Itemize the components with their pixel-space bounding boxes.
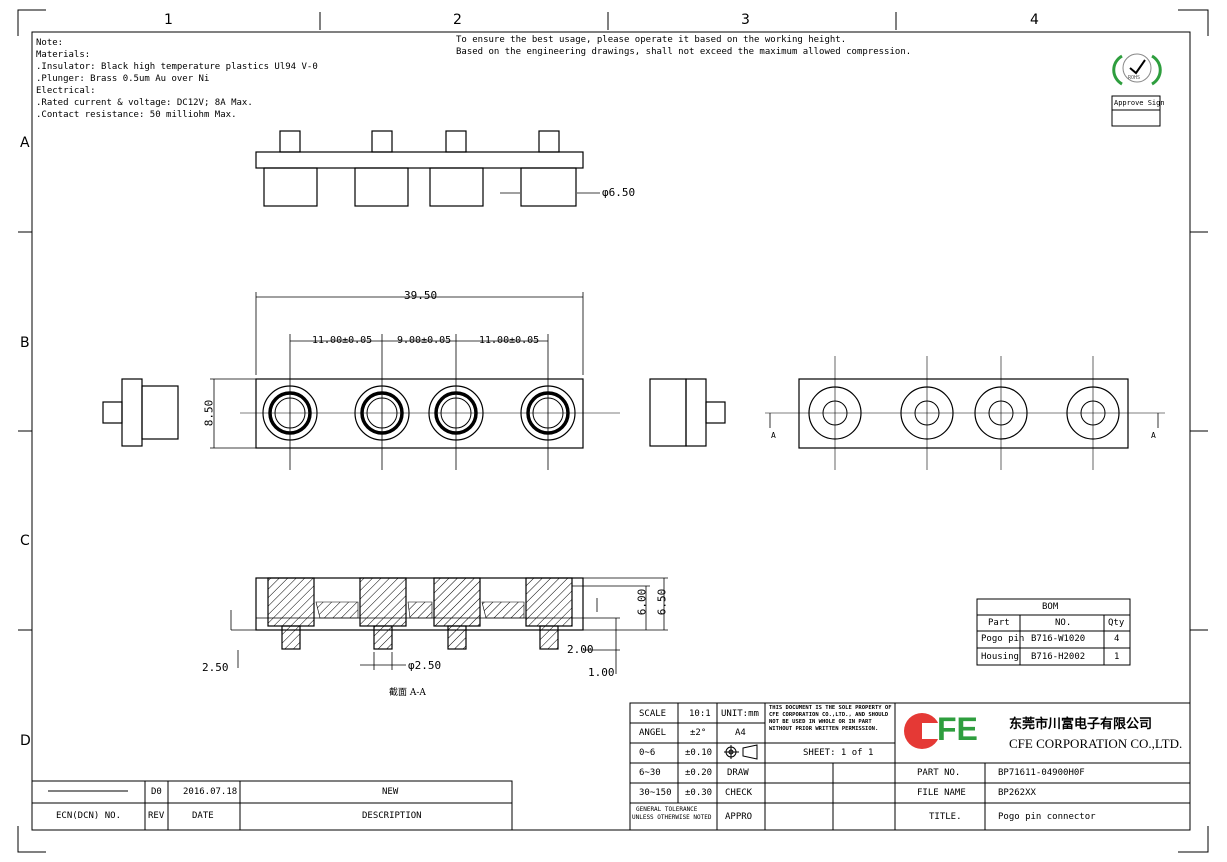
tb-draw: DRAW xyxy=(727,768,749,778)
tb-appro: APPRO xyxy=(725,812,753,822)
tb-property: WITHOUT PRIOR WRITTEN PERMISSION. xyxy=(769,726,879,732)
bom-cell: 1 xyxy=(1114,652,1120,662)
dim-height: 8.50 xyxy=(202,399,216,427)
tb-general: GENERAL TOLERANCE xyxy=(636,806,698,813)
bom-header-qty: Qty xyxy=(1108,618,1125,628)
section-view xyxy=(230,577,668,674)
tb-angel: ±2° xyxy=(690,728,707,738)
bom-cell: Pogo pin xyxy=(981,634,1025,644)
usage-note: To ensure the best usage, please operate… xyxy=(456,35,847,45)
cfe-logo-c xyxy=(904,713,940,749)
bom-cell: B716-W1020 xyxy=(1031,634,1086,644)
cfe-logo-fe: FE xyxy=(937,711,978,747)
tb-property: CFE CORPORATION CO.,LTD., AND SHOULD xyxy=(769,712,889,718)
zone-row-a: A xyxy=(20,135,30,151)
zone-row-c: C xyxy=(20,533,30,549)
tb-angel-label: ANGEL xyxy=(639,728,667,738)
tb-sheet: SHEET: 1 of 1 xyxy=(803,748,874,758)
section-label: 截面 A-A xyxy=(389,688,426,698)
tb-scale: 10:1 xyxy=(689,709,711,719)
bom-cell: Housing xyxy=(981,652,1019,662)
bom-grid xyxy=(976,598,1131,666)
tb-title: Pogo pin connector xyxy=(998,812,1096,822)
bom-header-part: Part xyxy=(988,618,1010,628)
tb-tol3-label: 30~150 xyxy=(639,788,672,798)
bom-cell: B716-H2002 xyxy=(1031,652,1086,662)
zone-col-4: 4 xyxy=(1030,12,1039,28)
dim-diameter-2-50: φ2.50 xyxy=(408,659,442,672)
note-line: Materials: xyxy=(36,50,91,60)
section-marker-right: A xyxy=(1151,431,1156,440)
top-elevation-view xyxy=(255,130,600,207)
dim-pitch-1: 11.00±0.05 xyxy=(312,335,373,346)
tb-tol3: ±0.30 xyxy=(685,788,713,798)
rev-header-rev: REV xyxy=(148,811,165,821)
rev-desc: NEW xyxy=(382,787,399,797)
right-plan-view xyxy=(765,356,1165,470)
tb-tol2-label: 6~30 xyxy=(639,768,661,778)
tb-part-no: BP71611-04900H0F xyxy=(998,768,1085,778)
note-line: .Plunger: Brass 0.5um Au over Ni xyxy=(36,74,210,84)
dim-2-50-left: 2.50 xyxy=(202,661,229,674)
approve-sign: Approve Sign xyxy=(1114,99,1165,107)
rev-header-date: DATE xyxy=(192,811,214,821)
tb-tol1-label: 0~6 xyxy=(639,748,656,758)
tb-paper: A4 xyxy=(735,728,746,738)
section-marker-left: A xyxy=(771,431,776,440)
tb-tol1: ±0.10 xyxy=(685,748,713,758)
note-line: .Contact resistance: 50 milliohm Max. xyxy=(36,110,237,120)
zone-col-3: 3 xyxy=(741,12,750,28)
dim-1-00: 1.00 xyxy=(588,666,615,679)
zone-row-d: D xyxy=(20,733,31,749)
note-line: .Rated current & voltage: DC12V; 8A Max. xyxy=(36,98,253,108)
rev-value: D0 xyxy=(151,787,162,797)
company-cn: 东莞市川富电子有限公司 xyxy=(1009,717,1153,732)
tb-part-label: PART NO. xyxy=(917,768,961,778)
revision-grid xyxy=(31,780,513,831)
bom-title: BOM xyxy=(1042,602,1059,612)
zone-col-2: 2 xyxy=(453,12,462,28)
dim-6-00: 6.00 xyxy=(635,588,649,616)
zone-col-1: 1 xyxy=(164,12,173,28)
projection-symbol xyxy=(724,744,758,760)
bom-cell: 4 xyxy=(1114,634,1120,644)
note-line: Note: xyxy=(36,38,64,48)
tb-scale-label: SCALE xyxy=(639,709,667,719)
dim-pitch-2: 9.00±0.05 xyxy=(397,335,452,346)
tb-file-name: BP262XX xyxy=(998,788,1036,798)
rohs-text: ROHS xyxy=(1128,75,1141,81)
tb-unit: UNIT:mm xyxy=(721,709,759,719)
tb-file-label: FILE NAME xyxy=(917,788,966,798)
note-line: Electrical: xyxy=(36,86,96,96)
tb-unless: UNLESS OTHERWISE NOTED xyxy=(632,814,712,821)
rohs-badge xyxy=(1112,54,1162,86)
rev-header-desc: DESCRIPTION xyxy=(362,811,422,821)
dim-pitch-3: 11.00±0.05 xyxy=(479,335,540,346)
tb-title-label: TITLE. xyxy=(929,812,962,822)
zone-row-b: B xyxy=(20,335,30,351)
dim-diameter-top: φ6.50 xyxy=(602,186,636,199)
dim-2-00: 2.00 xyxy=(567,643,594,656)
rev-header-ecn: ECN(DCN) NO. xyxy=(56,811,122,821)
rev-date: 2016.07.18 xyxy=(183,787,238,797)
company-en: CFE CORPORATION CO.,LTD. xyxy=(1009,736,1183,751)
plan-view xyxy=(102,292,726,470)
tb-property: NOT BE USED IN WHOLE OR IN PART xyxy=(769,719,872,725)
dim-overall-length: 39.50 xyxy=(404,289,438,302)
tb-check: CHECK xyxy=(725,788,753,798)
tb-tol2: ±0.20 xyxy=(685,768,713,778)
note-line: .Insulator: Black high temperature plast… xyxy=(36,62,318,72)
dim-6-50: 6.50 xyxy=(655,588,669,616)
tb-property: THIS DOCUMENT IS THE SOLE PROPERTY OF xyxy=(769,705,892,711)
bom-header-no: NO. xyxy=(1055,618,1072,628)
titleblock-grid xyxy=(629,95,1191,831)
usage-note: Based on the engineering drawings, shall… xyxy=(456,47,912,57)
